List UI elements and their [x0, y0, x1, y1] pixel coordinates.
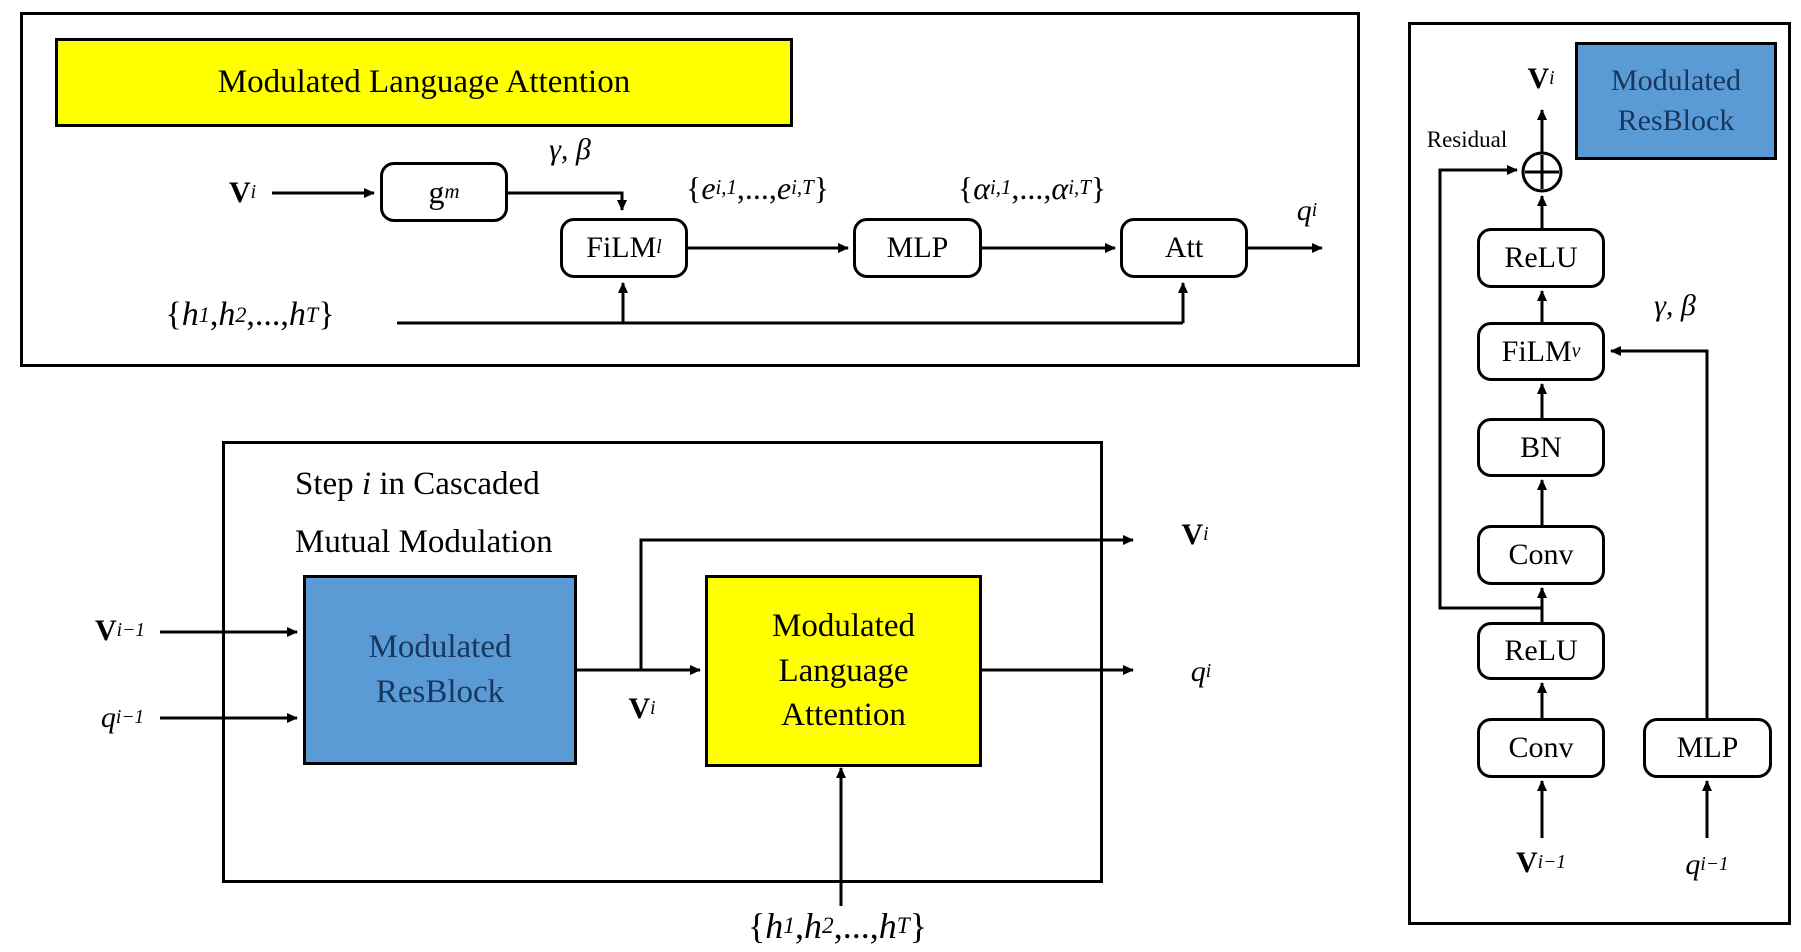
arrow-mlp-to-film: [1610, 346, 1709, 718]
cmm-caption: Step i in Cascaded Mutual Modulation: [295, 456, 655, 572]
cmm-mla-box: Modulated Language Attention: [705, 575, 982, 767]
rb-relu-top-box: ReLU: [1477, 228, 1605, 288]
arrow-residual-path: [1438, 165, 1541, 610]
mla-panel-border: [20, 12, 1360, 367]
mla-banner-label: Modulated Language Attention: [217, 64, 631, 101]
mla-banner: Modulated Language Attention: [55, 38, 793, 127]
mlp-box: MLP: [853, 218, 982, 278]
cmm-panel-border: [222, 441, 1103, 883]
sum-node-icon: [1521, 151, 1563, 193]
rb-title-box: Modulated ResBlock: [1575, 42, 1777, 160]
rb-residual-label: Residual: [1426, 127, 1508, 152]
mla-gamma-beta-label: γ, β: [549, 133, 591, 166]
att-box: Att: [1120, 218, 1248, 278]
rb-conv-bottom-box: Conv: [1477, 718, 1605, 778]
cmm-resblock-label: Modulated ResBlock: [368, 629, 512, 710]
rb-gamma-beta-label: γ, β: [1654, 289, 1696, 322]
arrow-gm-to-film: [508, 191, 627, 211]
rb-relu-bottom-box: ReLU: [1477, 622, 1605, 680]
rb-mlp-box: MLP: [1643, 718, 1772, 778]
cmm-mla-label: Modulated Language Attention: [772, 608, 915, 734]
cmm-caption-line1: Step i in Cascaded: [295, 466, 540, 502]
rb-bn-box: BN: [1477, 418, 1605, 477]
resblock-panel-border: [1408, 22, 1791, 925]
rb-title-label: Modulated ResBlock: [1611, 63, 1741, 138]
rb-conv-top-box: Conv: [1477, 525, 1605, 585]
cmm-resblock-box: Modulated ResBlock: [303, 575, 577, 765]
cmm-caption-line2: Mutual Modulation: [295, 523, 553, 560]
arrow-vi-branch-out: [639, 535, 1134, 670]
